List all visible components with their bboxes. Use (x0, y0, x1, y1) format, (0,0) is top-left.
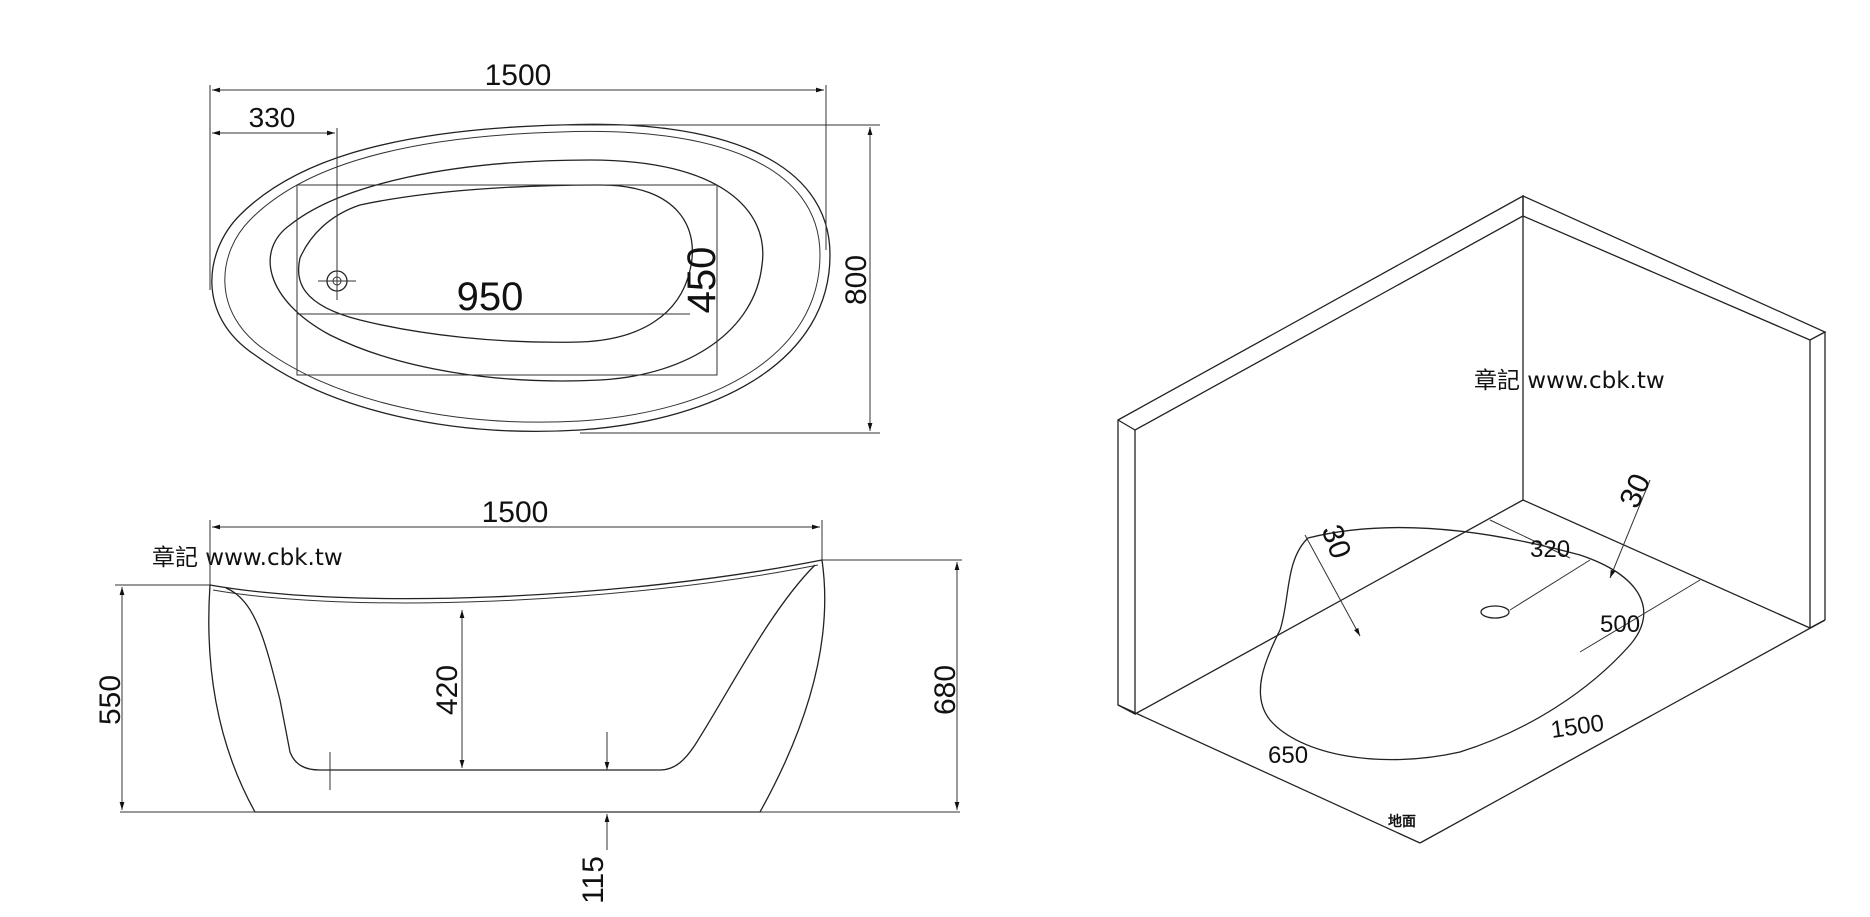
tub-outer-outline (211, 123, 831, 432)
top-view: 1500 330 950 450 800 (209, 59, 880, 434)
dim-1500-top: 1500 (485, 59, 552, 92)
back-wall-left (1117, 194, 1524, 716)
dim-500: 500 (1600, 611, 1640, 638)
dim-line-500 (1579, 579, 1701, 653)
tub-side-rim-inner (212, 564, 819, 604)
dim-320: 320 (1530, 536, 1570, 563)
back-wall-right (1522, 194, 1827, 341)
dim-800: 800 (840, 255, 873, 305)
tub-footprint (1259, 526, 1645, 761)
side-view: 章記 www.cbk.tw 1500 550 420 680 115 (94, 496, 962, 904)
iso-drain (1480, 605, 1510, 619)
basin-bounding-box (296, 184, 718, 376)
dim-450: 450 (680, 247, 724, 314)
dim-30-right: 30 (1613, 469, 1657, 513)
tub-side-basin (225, 564, 816, 771)
dim-650-iso: 650 (1268, 742, 1308, 769)
dim-line-320 (1509, 559, 1591, 611)
dim-950: 950 (457, 275, 524, 319)
floor-label: 地面 (1388, 813, 1416, 830)
dim-1500-iso: 1500 (1549, 710, 1606, 744)
watermark-right: 章記 www.cbk.tw (1474, 368, 1665, 394)
dim-680: 680 (929, 665, 962, 715)
dim-line-30-left (1304, 534, 1361, 637)
watermark-left: 章記 www.cbk.tw (152, 545, 343, 571)
dim-115: 115 (577, 856, 610, 904)
dim-420: 420 (431, 665, 464, 715)
tub-basin (297, 184, 694, 343)
tub-side-shell (208, 559, 826, 813)
dim-1500-side: 1500 (482, 496, 549, 529)
dim-30-left: 30 (1315, 520, 1357, 563)
tub-outer-outline-2 (224, 130, 821, 423)
iso-view: 章記 www.cbk.tw 320 500 30 30 1500 (1117, 194, 1827, 844)
dim-330: 330 (249, 102, 296, 133)
dim-550: 550 (94, 675, 127, 725)
dim-line-30-right (1609, 479, 1651, 579)
